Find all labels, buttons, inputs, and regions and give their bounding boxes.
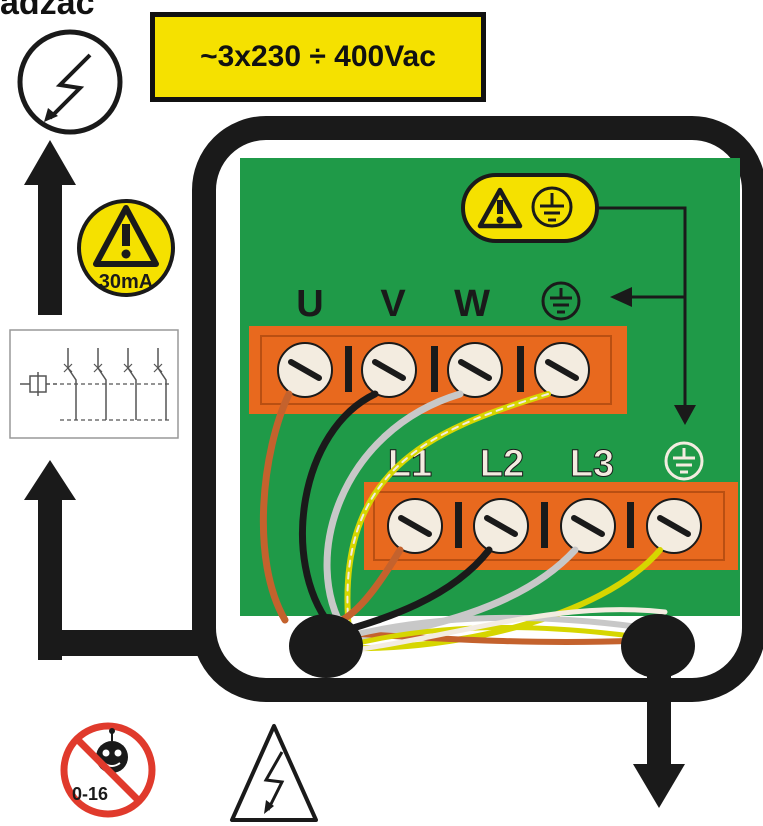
earth-route-arrows (597, 206, 687, 410)
rcd-rating-text: 30mA (99, 271, 153, 293)
supply-arrow-up (24, 140, 76, 315)
output-terminal-labels: U V W (296, 283, 490, 325)
output-arrow-down (633, 670, 685, 808)
terminal-label-u: U (296, 283, 323, 325)
earth-symbol-icon (664, 441, 704, 481)
terminal-label-w: W (454, 283, 490, 325)
input-terminal-block (364, 482, 738, 570)
lightning-circle-icon (17, 29, 123, 135)
no-children-age-text: 0-16 (72, 784, 108, 804)
cable-gland-right (621, 614, 695, 678)
terminal-label-l3: L3 (570, 443, 614, 485)
warning-30ma-icon: 30mA (77, 199, 175, 297)
page-heading: adzac (0, 0, 95, 22)
rcd-breaker-icon (9, 329, 179, 439)
terminal-label-v: V (380, 283, 406, 325)
wires (259, 390, 668, 653)
input-terminal-labels: L1 L2 L3 (387, 443, 614, 486)
supply-voltage-label: ~3x230 ÷ 400Vac (150, 12, 486, 102)
no-children-icon: 0-16 (60, 722, 156, 818)
warning-earth-icon (461, 173, 599, 243)
high-voltage-icon (230, 724, 318, 822)
terminal-label-l2: L2 (480, 443, 524, 485)
cable-gland-left (289, 614, 363, 678)
terminal-label-l1: L1 (388, 443, 432, 485)
supply-voltage-text: ~3x230 ÷ 400Vac (200, 40, 436, 73)
earth-symbol-icon (541, 281, 581, 321)
output-terminal-block (249, 326, 627, 414)
